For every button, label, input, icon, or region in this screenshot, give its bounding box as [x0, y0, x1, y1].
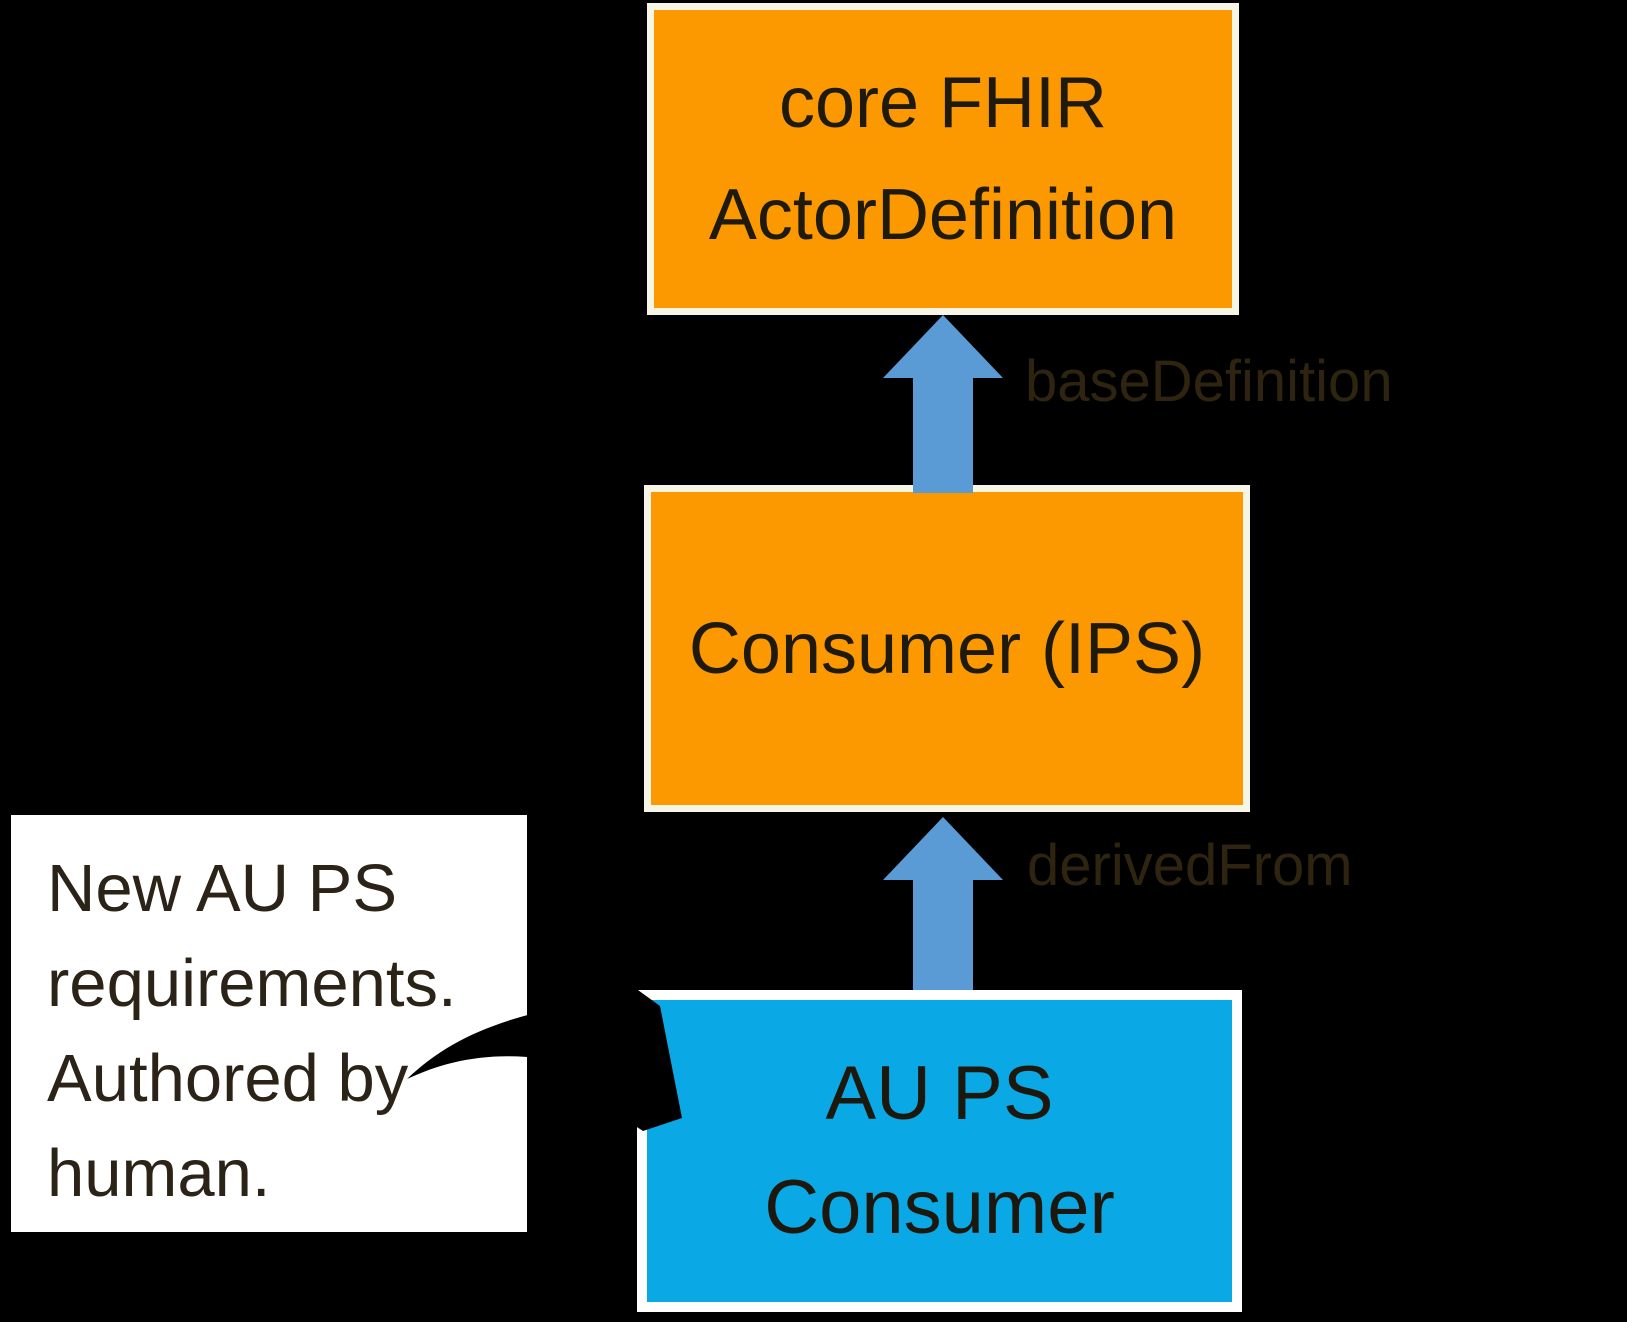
- callout-line4: human.: [47, 1136, 271, 1211]
- arrow-derivedfrom: [883, 817, 1003, 990]
- node-au-ps-consumer-label-line2: Consumer: [764, 1165, 1115, 1250]
- edge-label-basedefinition: baseDefinition: [1025, 349, 1393, 414]
- callout-line1: New AU PS: [47, 851, 398, 926]
- node-core-fhir-actordefinition: core FHIR ActorDefinition: [647, 3, 1239, 315]
- callout-line2: requirements.: [47, 946, 457, 1021]
- node-consumer-ips-label: Consumer (IPS): [688, 608, 1206, 689]
- node-consumer-ips: Consumer (IPS): [644, 485, 1250, 812]
- node-au-ps-consumer-label-line1: AU PS: [825, 1051, 1054, 1136]
- node-au-ps-consumer: AU PS Consumer: [637, 990, 1242, 1312]
- node-core-fhir-label-line1: core FHIR: [778, 63, 1108, 143]
- edge-label-derivedfrom: derivedFrom: [1027, 833, 1353, 898]
- callout-line3: Authored by: [47, 1041, 409, 1116]
- callout-note: New AU PS requirements. Authored by huma…: [11, 815, 527, 1232]
- arrow-basedefinition: [883, 315, 1003, 493]
- node-core-fhir-label-line2: ActorDefinition: [708, 175, 1178, 255]
